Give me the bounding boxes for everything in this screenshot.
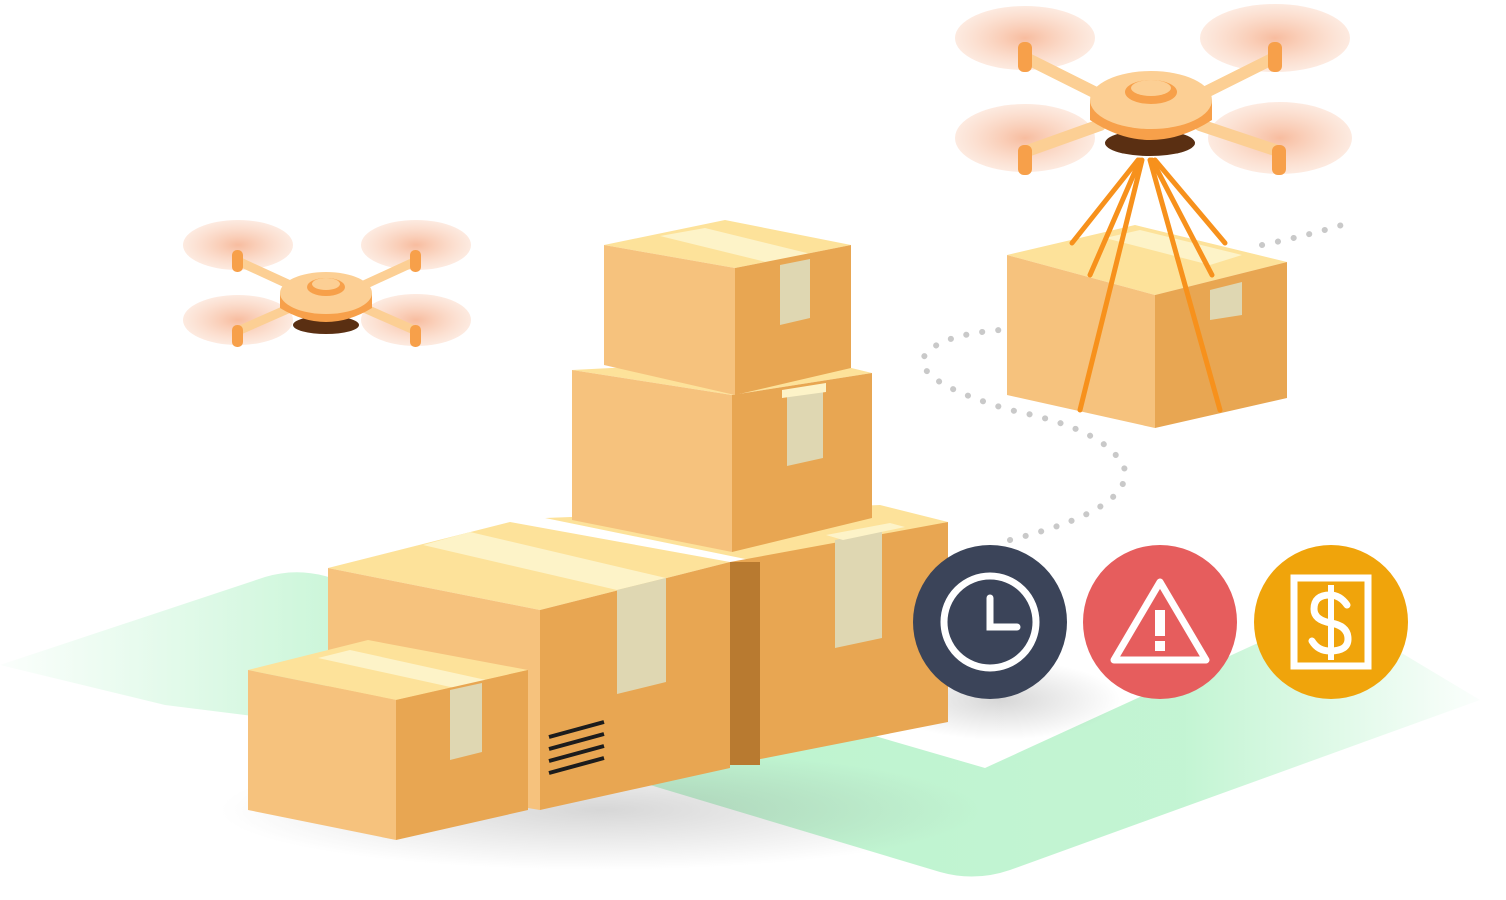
carried-box — [1007, 225, 1287, 428]
badge-warning — [1083, 545, 1237, 699]
flight-route — [920, 221, 1348, 543]
badge-clock — [913, 545, 1067, 699]
warning-icon — [1110, 578, 1210, 664]
clock-icon — [940, 572, 1040, 672]
drone-propellers — [955, 4, 1352, 174]
badge-price — [1254, 545, 1408, 699]
dollar-icon — [1290, 574, 1372, 670]
small-drone-arms — [235, 257, 419, 335]
box-top-stack — [604, 220, 851, 395]
drone-body — [1090, 71, 1212, 156]
drone-motors — [1018, 42, 1286, 175]
small-drone-body — [280, 272, 372, 334]
box-front — [248, 640, 528, 840]
drone-straps — [1069, 157, 1228, 413]
handle-lines — [548, 720, 605, 775]
small-drone-motors — [232, 250, 421, 347]
drone-flying — [183, 220, 471, 347]
drone-arms — [1024, 54, 1281, 156]
small-drone-propellers — [183, 220, 471, 346]
drone-carrying — [955, 4, 1352, 413]
